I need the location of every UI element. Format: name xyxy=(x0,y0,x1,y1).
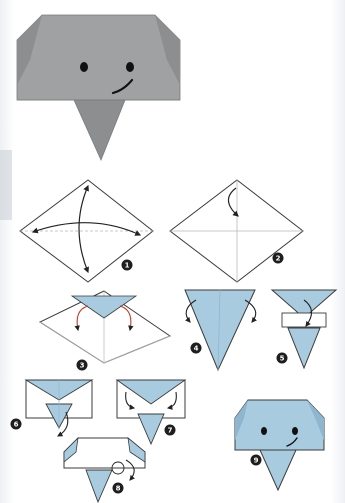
step-4-label: 4 xyxy=(194,345,199,353)
step-number-badge-icon: 7 xyxy=(165,425,176,436)
step-7-label: 7 xyxy=(168,427,173,435)
final-left-eye xyxy=(261,427,267,435)
step-9-final-face xyxy=(235,400,324,490)
step-1-diagram xyxy=(20,180,153,282)
step-3-diagram xyxy=(40,291,170,363)
step-number-badge-icon: 5 xyxy=(277,353,288,364)
elephant-right-eye xyxy=(126,62,134,72)
step-number-badge-icon: 4 xyxy=(191,343,202,354)
step-4-diagram xyxy=(185,290,256,370)
step-9-label: 9 xyxy=(254,457,259,465)
step-6-diagram xyxy=(26,380,92,436)
step-8-label: 8 xyxy=(116,485,121,493)
step-6-label: 6 xyxy=(14,421,19,429)
step-number-badge-icon: 2 xyxy=(273,253,284,264)
step-3-label: 3 xyxy=(80,362,85,370)
step-number-badges: 1 2 3 4 5 6 7 8 xyxy=(11,253,288,494)
step-7-diagram xyxy=(117,380,185,444)
step-number-badge-icon: 1 xyxy=(122,260,133,271)
elephant-trunk xyxy=(74,100,125,160)
elephant-left-eye xyxy=(80,62,88,72)
step-2-label: 2 xyxy=(276,255,281,263)
step-number-badge-icon: 6 xyxy=(11,419,22,430)
finished-elephant-photo xyxy=(17,15,180,160)
step-number-badge-icon: 9 xyxy=(251,455,262,466)
elephant-head xyxy=(17,15,180,100)
step-2-diagram xyxy=(170,180,303,282)
step-8-diagram xyxy=(64,438,145,502)
step-5-label: 5 xyxy=(280,355,285,363)
step-1-label: 1 xyxy=(125,262,130,270)
step-number-badge-icon: 8 xyxy=(113,483,124,494)
step-number-badge-icon: 3 xyxy=(77,360,88,371)
final-right-eye xyxy=(292,427,298,435)
